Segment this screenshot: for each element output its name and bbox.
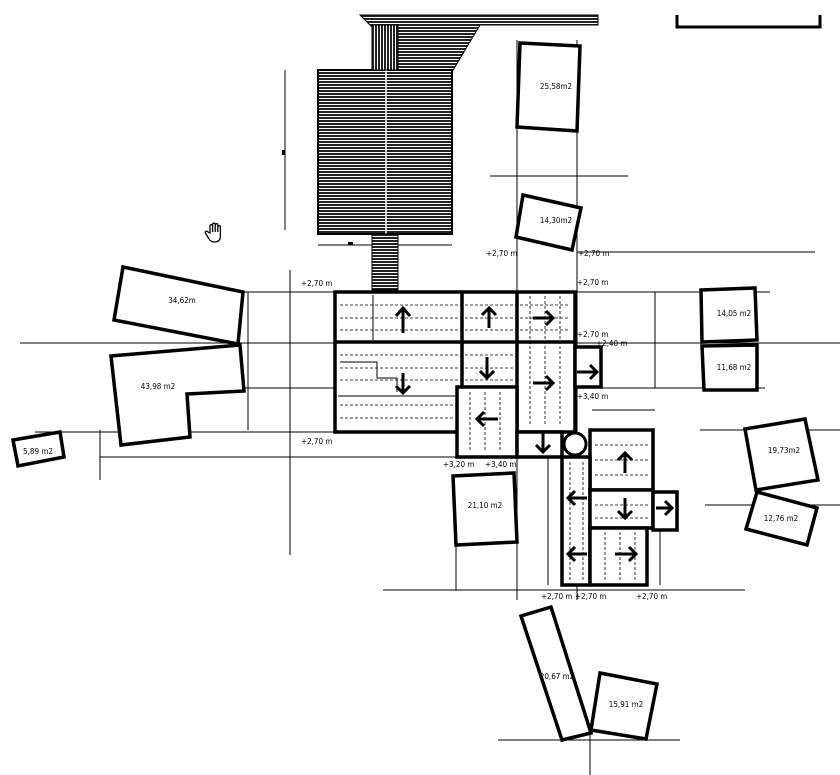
room-12-76[interactable]: 12,76 m2 (743, 489, 820, 548)
level-label: +2,70 m (575, 592, 606, 601)
level-label: +2,70 m (301, 279, 332, 288)
level-label: +3,20 m (443, 460, 474, 469)
hand-pan-icon (204, 222, 222, 243)
level-label: +3,40 m (577, 392, 608, 401)
room-21-10[interactable]: 21,10 m2 (451, 471, 519, 547)
room-34-62[interactable]: 34,62m (111, 264, 245, 347)
level-label: +2,70 m (541, 592, 572, 601)
arrow-down-icon (478, 357, 496, 381)
room-area-label: 34,62m (168, 296, 196, 305)
arrow-left-icon (565, 545, 587, 563)
room-area-label: 14,05 m2 (717, 309, 751, 318)
room-area-label: 43,98 m2 (141, 382, 175, 391)
room-25-58[interactable]: 25,58m2 (515, 41, 582, 133)
direction-arrows (394, 305, 675, 563)
arrow-right-icon (615, 545, 639, 563)
room-area-label: 20,67 m2 (540, 672, 574, 681)
roof-top-structure (282, 14, 599, 291)
room-area-label: 21,10 m2 (468, 501, 502, 510)
room-20-67[interactable]: 20,67 m2 (518, 604, 594, 743)
room-area-label: 11,68 m2 (717, 363, 751, 372)
level-label: +2,70 m (577, 330, 608, 339)
room-19-73[interactable]: 19,73m2 (742, 416, 821, 493)
level-label: +2,70 m (578, 249, 609, 258)
room-5-89[interactable]: 5,89 m2 (10, 429, 66, 469)
level-label: +2,70 m (636, 592, 667, 601)
arrow-right-icon (533, 374, 556, 392)
arrow-down-icon (534, 432, 552, 455)
arrow-right-icon (577, 363, 600, 381)
arrow-right-icon (533, 309, 556, 327)
main-floor-plan (333, 290, 679, 587)
elevation-labels: +2,70 m +2,70 m +2,70 m +2,70 m +2,70 m … (301, 249, 667, 601)
level-label: +3,40 m (485, 460, 516, 469)
room-area-label: 25,58m2 (540, 82, 572, 91)
arrow-up-icon (394, 305, 412, 333)
room-area-label: 5,89 m2 (23, 447, 53, 456)
arrow-down-icon (394, 373, 412, 396)
arrow-up-icon (480, 305, 498, 328)
level-label: +2,70 m (301, 437, 332, 446)
arrow-down-icon (616, 498, 634, 521)
room-area-label: 19,73m2 (768, 446, 800, 455)
level-label: +2,70 m (486, 249, 517, 258)
room-14-05[interactable]: 14,05 m2 (699, 286, 759, 344)
room-43-98[interactable]: 43,98 m2 (109, 343, 246, 447)
room-11-68[interactable]: 11,68 m2 (700, 343, 759, 392)
room-15-91[interactable]: 15,91 m2 (589, 670, 660, 741)
room-14-30[interactable]: 14,30m2 (514, 192, 584, 253)
arrow-left-icon (474, 410, 498, 428)
room-area-label: 14,30m2 (540, 216, 572, 225)
arrow-right-icon (656, 499, 675, 517)
arrow-up-icon (616, 450, 634, 473)
room-area-label: 15,91 m2 (609, 700, 643, 709)
room-area-label: 12,76 m2 (764, 514, 798, 523)
title-bracket (675, 15, 822, 29)
level-label: +2,70 m (577, 278, 608, 287)
level-label: +2,40 m (596, 339, 627, 348)
arrow-left-icon (565, 489, 587, 507)
